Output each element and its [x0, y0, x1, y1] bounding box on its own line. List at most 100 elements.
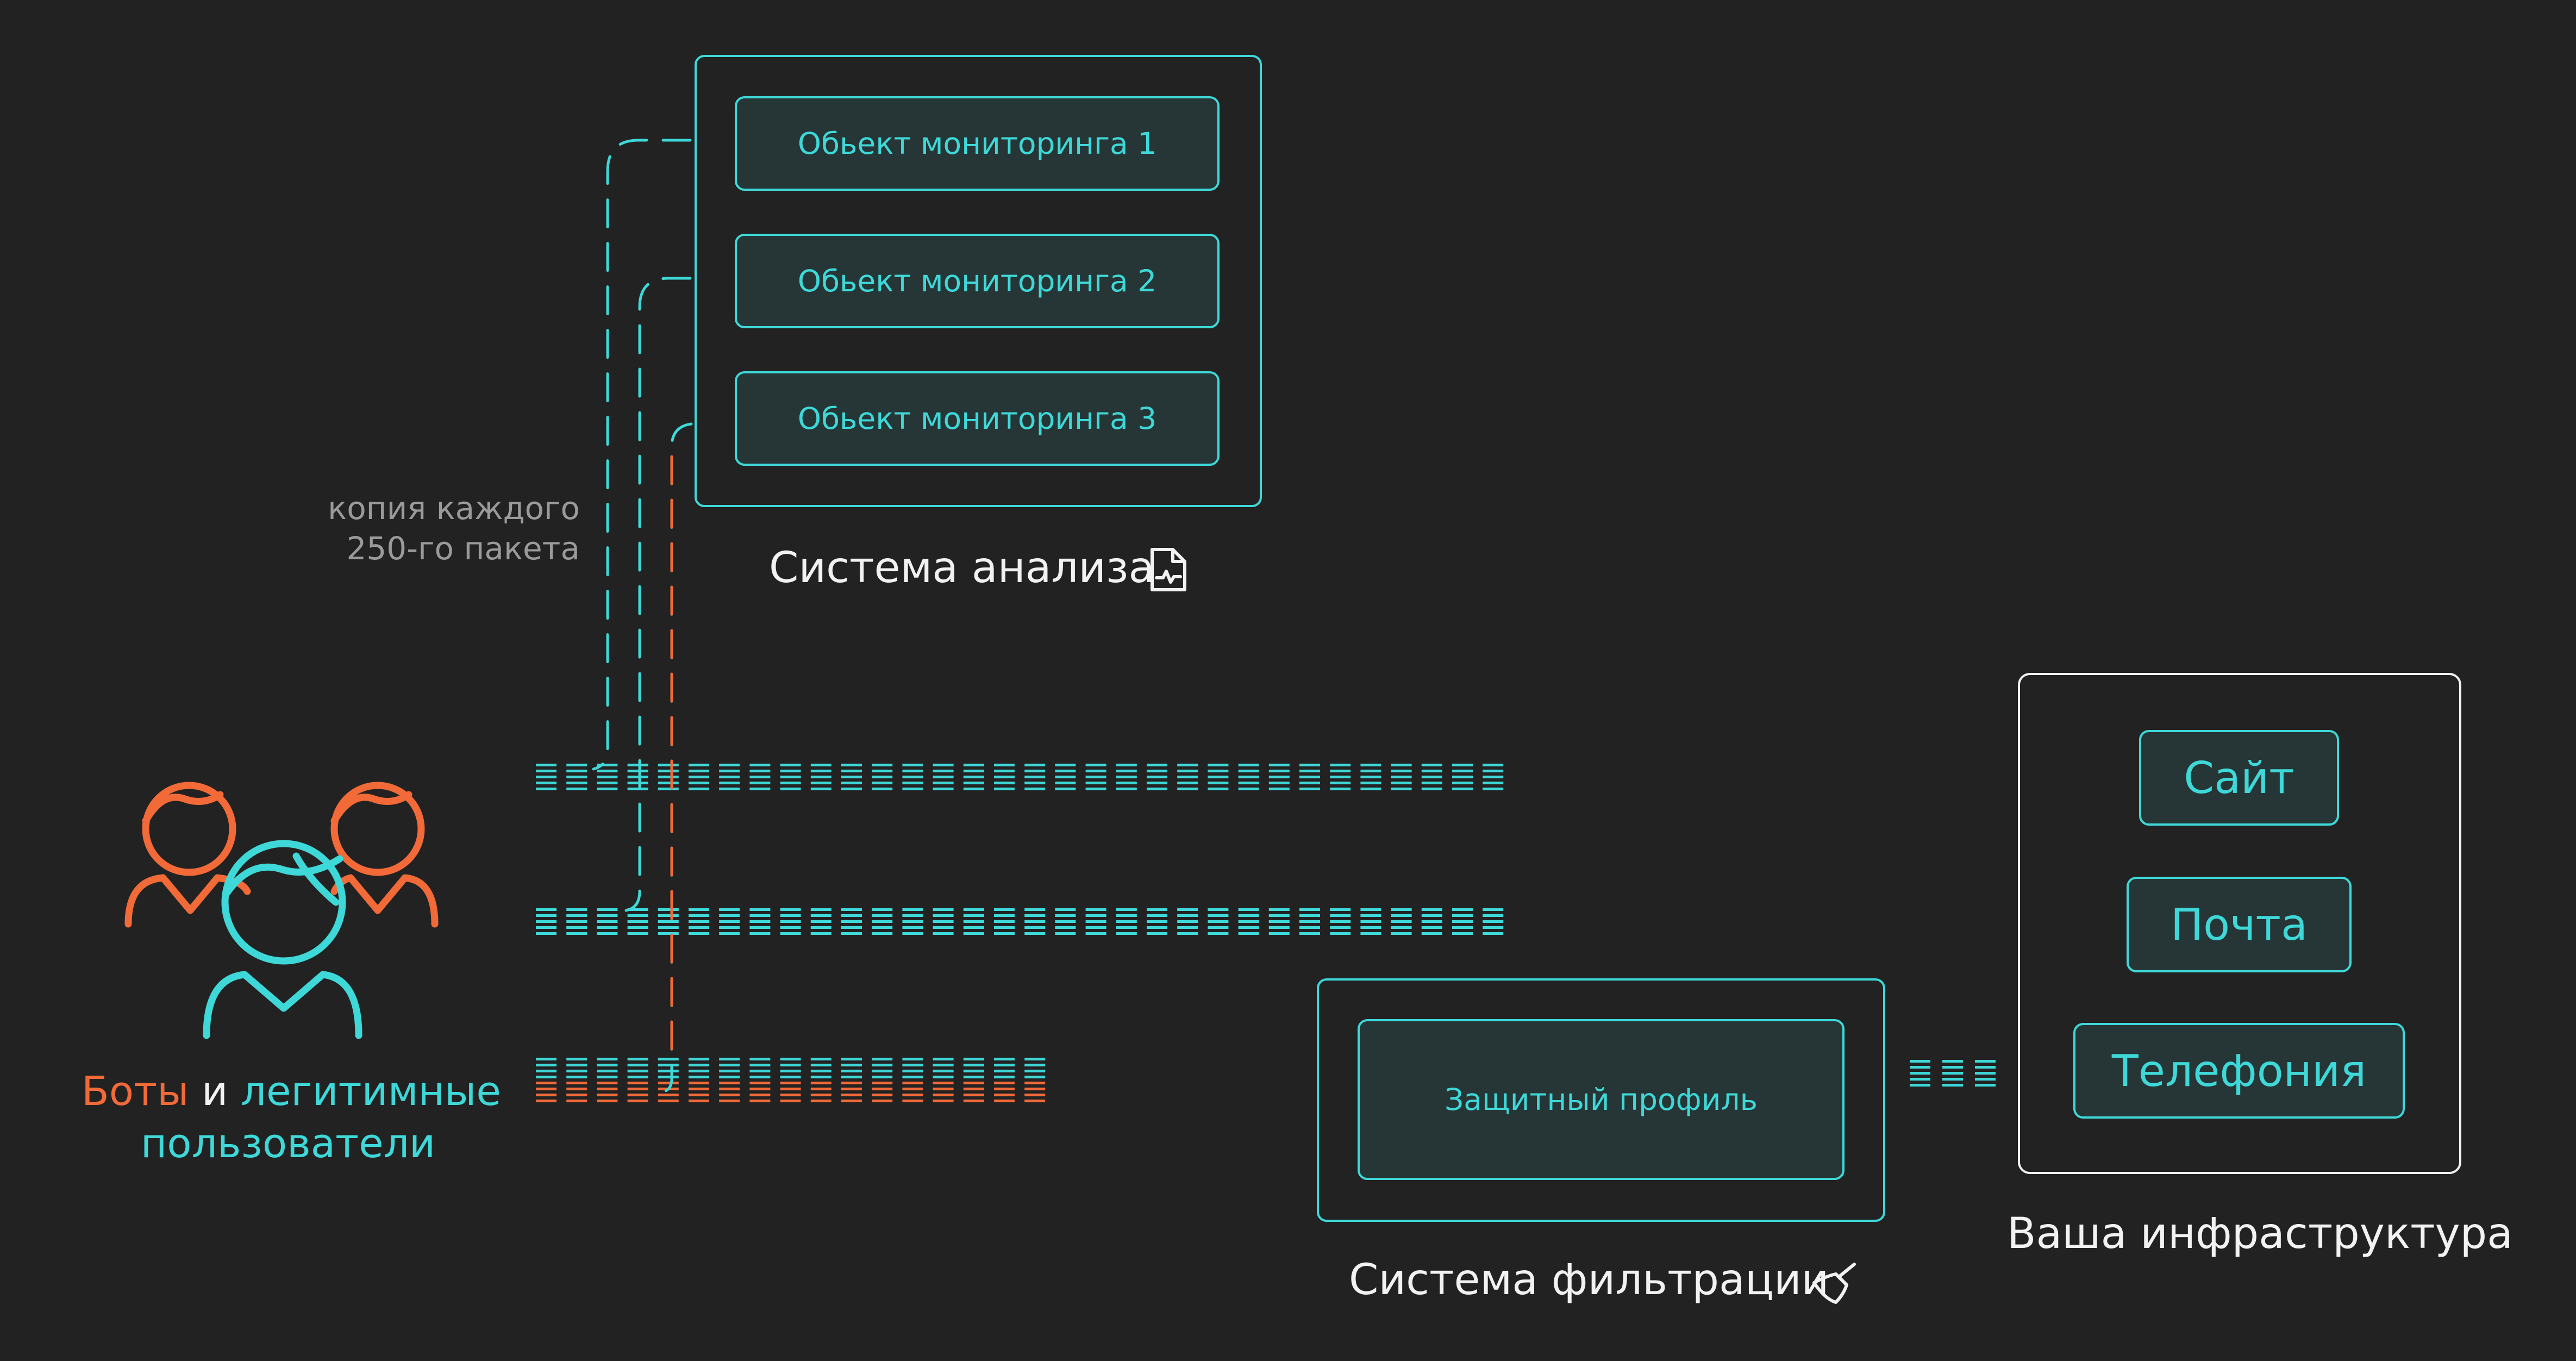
monitoring-object-3[interactable]: Обьект мониторинга 3 — [735, 371, 1220, 466]
infrastructure-title: Ваша инфраструктура — [2007, 1209, 2513, 1258]
infra-mail-label: Почта — [2171, 899, 2308, 950]
packet-stream-3-mixed — [536, 1058, 557, 1102]
packet-stream-2 — [1360, 908, 1381, 935]
packet-stream-3-mixed — [658, 1058, 679, 1102]
packet-stream-3-mixed — [933, 1058, 954, 1102]
sweep-brush-icon — [1812, 1263, 1856, 1304]
packet-stream-3-mixed — [780, 1058, 801, 1102]
packet-stream-2 — [658, 908, 679, 935]
sampling-note: копия каждого 250-го пакета — [328, 488, 580, 569]
packet-stream-1 — [689, 764, 709, 790]
bots-word: Боты — [82, 1068, 189, 1115]
bot-user-left — [124, 782, 251, 928]
packet-stream-1 — [1208, 764, 1229, 790]
document-chart-icon — [1151, 548, 1186, 591]
packet-stream-2 — [1147, 908, 1167, 935]
packet-stream-1 — [1085, 764, 1106, 790]
packet-stream-3-mixed — [1024, 1058, 1046, 1102]
packet-stream-1 — [566, 764, 587, 790]
users-group-icon — [124, 782, 439, 1039]
packet-stream-3-mixed — [749, 1058, 771, 1102]
packet-stream-2 — [810, 908, 831, 935]
packet-stream-1 — [1238, 764, 1259, 790]
legit-user-center — [203, 840, 362, 1039]
packet-stream-3-clean — [1910, 1060, 1930, 1087]
mirror-line-1 — [592, 139, 692, 771]
infra-telephony[interactable]: Телефония — [2073, 1023, 2405, 1119]
packet-stream-2 — [1085, 908, 1106, 935]
packet-stream-1 — [658, 764, 679, 790]
packet-stream-1 — [1483, 764, 1504, 790]
monitoring-object-2[interactable]: Обьект мониторинга 2 — [735, 234, 1220, 328]
monitoring-object-1-label: Обьект мониторинга 1 — [797, 126, 1157, 161]
packet-stream-2 — [627, 908, 648, 935]
packet-stream-2 — [841, 908, 862, 935]
protection-profile[interactable]: Защитный профиль — [1358, 1019, 1845, 1180]
packet-stream-2 — [1330, 908, 1351, 935]
sampling-note-line1: копия каждого — [328, 490, 580, 527]
packet-stream-2 — [719, 908, 740, 935]
packet-stream-1 — [627, 764, 648, 790]
packet-stream-2 — [1024, 908, 1046, 935]
packet-stream-3-mixed — [994, 1058, 1015, 1102]
bot-user-right — [330, 782, 439, 928]
packet-stream-1 — [810, 764, 831, 790]
packet-stream-2 — [902, 908, 923, 935]
packet-stream-1 — [597, 764, 618, 790]
packet-stream-2 — [536, 908, 557, 935]
infrastructure-box — [2018, 673, 2461, 1174]
packet-stream-1 — [963, 764, 984, 790]
packet-stream-1 — [780, 764, 801, 790]
packet-stream-2 — [749, 908, 771, 935]
packet-stream-3-mixed — [872, 1058, 893, 1102]
packet-stream-1 — [719, 764, 740, 790]
packet-stream-1 — [1268, 764, 1290, 790]
protection-profile-label: Защитный профиль — [1444, 1082, 1758, 1117]
packet-stream-3-mixed — [841, 1058, 862, 1102]
packet-stream-2 — [872, 908, 893, 935]
packet-stream-3-clean — [1942, 1060, 1963, 1087]
packet-stream-1 — [1024, 764, 1046, 790]
packet-stream-3-mixed — [963, 1058, 984, 1102]
packet-stream-2 — [689, 908, 709, 935]
packet-stream-2 — [963, 908, 984, 935]
packet-stream-3-mixed — [627, 1058, 648, 1102]
packet-stream-2 — [1483, 908, 1504, 935]
packet-stream-1 — [902, 764, 923, 790]
sampling-note-line2: 250-го пакета — [346, 530, 580, 567]
packet-stream-1 — [1177, 764, 1198, 790]
packet-stream-3-mixed — [810, 1058, 831, 1102]
filter-system-box — [1317, 978, 1885, 1222]
packet-stream-1 — [872, 764, 893, 790]
packet-stream-2 — [1116, 908, 1137, 935]
packet-stream-2 — [1391, 908, 1412, 935]
monitoring-object-1[interactable]: Обьект мониторинга 1 — [735, 96, 1220, 191]
packet-stream-1 — [933, 764, 954, 790]
packet-stream-1 — [841, 764, 862, 790]
packet-stream-2 — [597, 908, 618, 935]
packet-stream-1 — [1360, 764, 1381, 790]
infra-site-label: Сайт — [2184, 752, 2294, 803]
infra-telephony-label: Телефония — [2111, 1045, 2367, 1096]
packet-stream-3-mixed — [902, 1058, 923, 1102]
packet-stream-2 — [1421, 908, 1442, 935]
packet-stream-3-clean — [1975, 1060, 1996, 1087]
packet-stream-3-mixed — [719, 1058, 740, 1102]
users-label-line2: пользователи — [140, 1120, 436, 1167]
infra-mail[interactable]: Почта — [2127, 877, 2352, 972]
packet-stream-1 — [1391, 764, 1412, 790]
packet-stream-1 — [1421, 764, 1442, 790]
mirror-line-3 — [656, 422, 693, 1094]
analysis-system-box — [695, 55, 1262, 507]
packet-stream-1 — [1299, 764, 1320, 790]
and-word: и — [189, 1068, 241, 1115]
analysis-system-title: Система анализа — [769, 544, 1155, 592]
packet-stream-2 — [1177, 908, 1198, 935]
packet-stream-1 — [994, 764, 1015, 790]
users-label: Боты и легитимные пользователи — [82, 1065, 501, 1170]
packet-stream-1 — [536, 764, 557, 790]
mirror-line-2 — [624, 277, 692, 912]
infra-site[interactable]: Сайт — [2139, 730, 2339, 826]
packet-stream-2 — [566, 908, 587, 935]
